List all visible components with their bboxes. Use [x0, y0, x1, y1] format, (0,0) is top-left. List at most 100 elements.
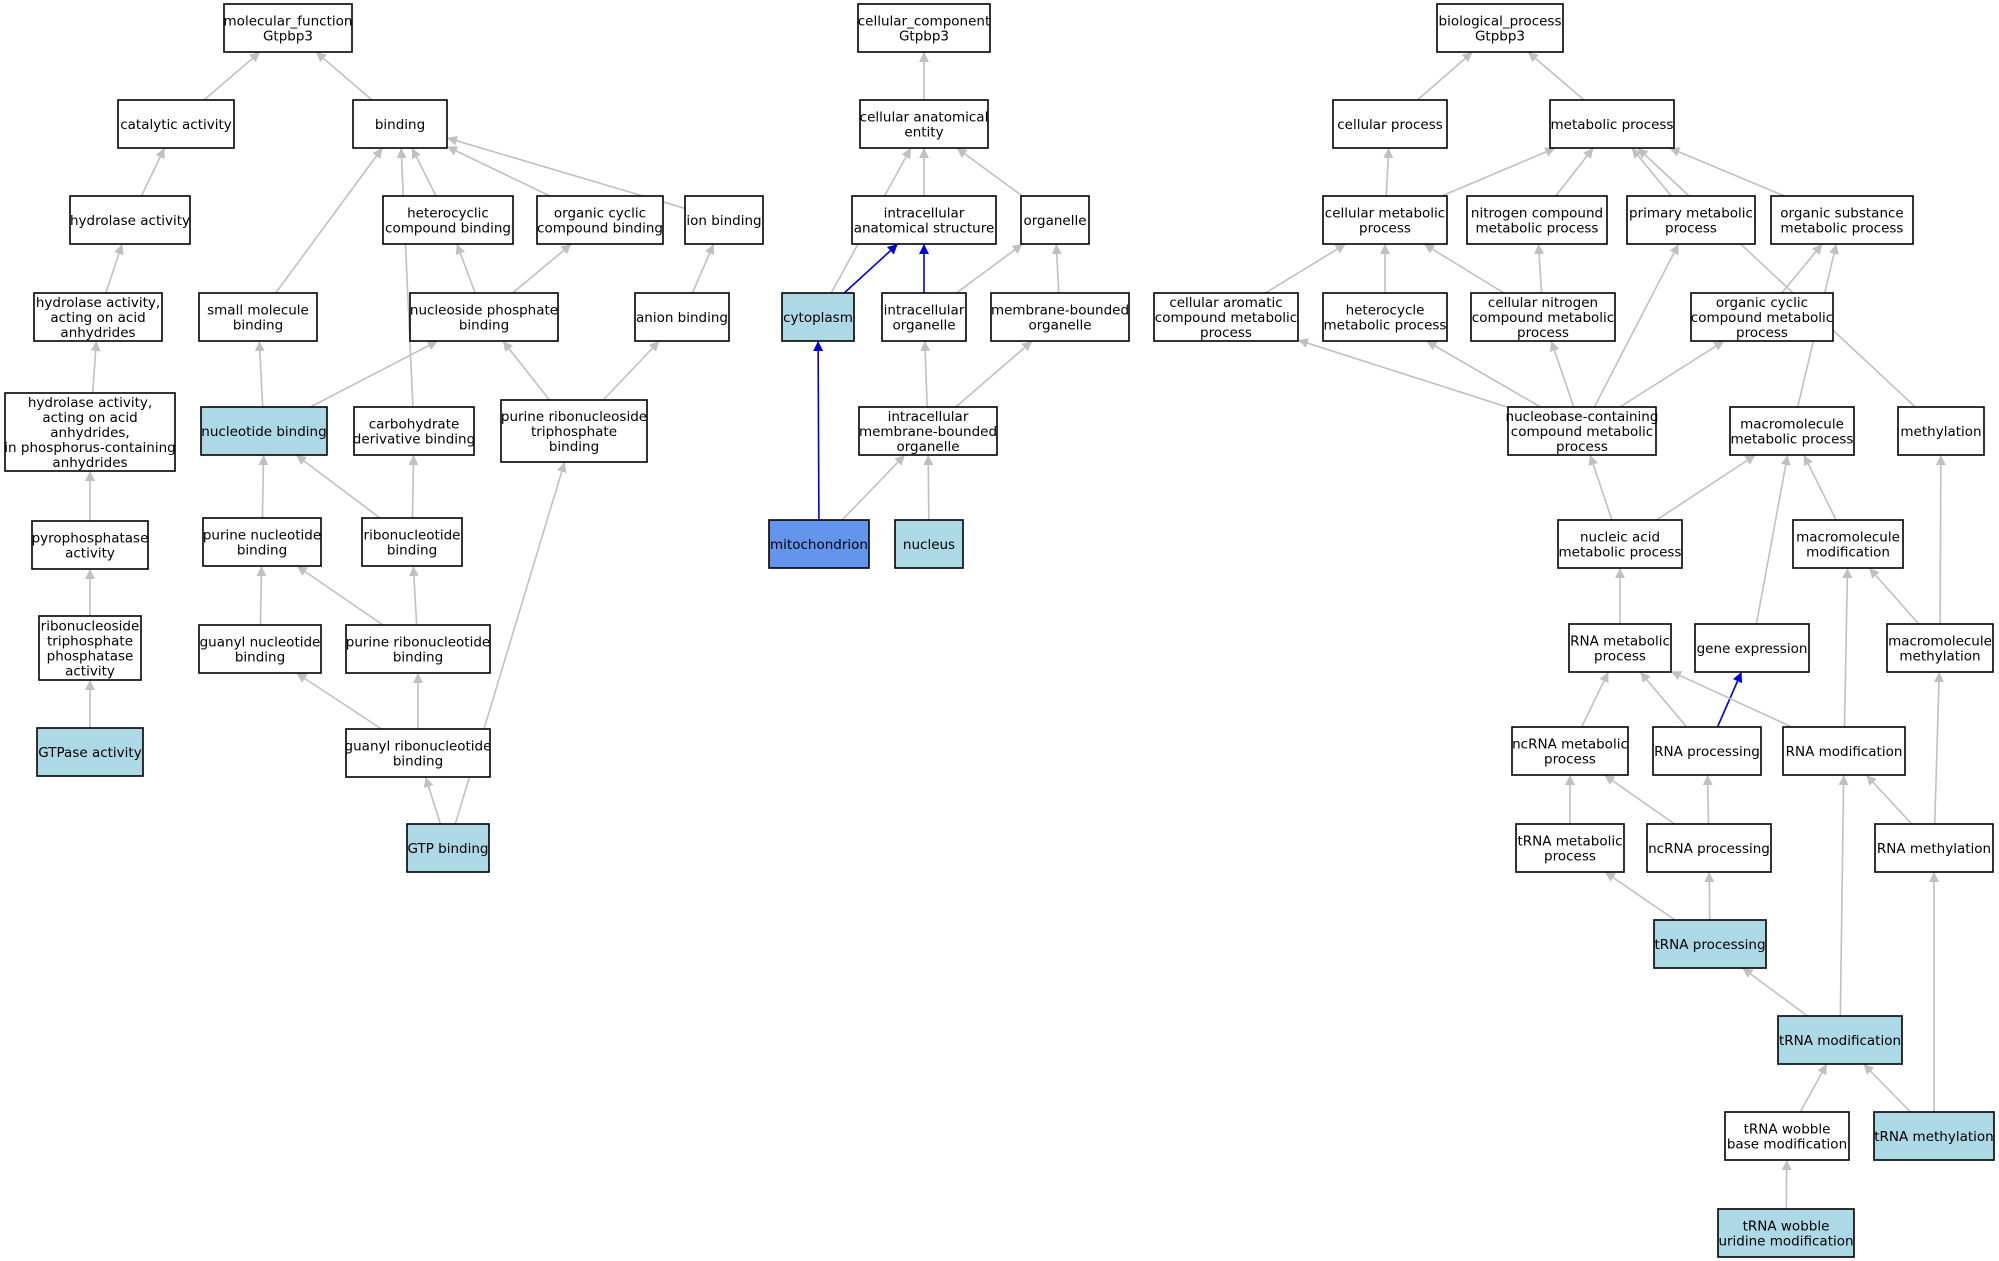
node-box[interactable]	[382, 195, 514, 245]
go-term-node-gtpase[interactable]: GTPase activity	[36, 727, 144, 777]
node-box[interactable]	[36, 727, 144, 777]
go-term-node-cellproc[interactable]: cellular process	[1332, 99, 1448, 149]
node-box[interactable]	[1153, 292, 1299, 342]
go-term-node-trnamethyl[interactable]: tRNA methylation	[1873, 1111, 1995, 1161]
node-box[interactable]	[361, 517, 463, 567]
node-box[interactable]	[881, 292, 967, 342]
node-box[interactable]	[31, 520, 149, 570]
node-box[interactable]	[69, 195, 191, 245]
go-term-node-metproc[interactable]: metabolic process	[1549, 99, 1675, 149]
node-box[interactable]	[406, 823, 490, 873]
node-box[interactable]	[500, 399, 648, 463]
node-box[interactable]	[1626, 195, 1756, 245]
go-term-node-hydro_phos[interactable]: hydrolase activity,acting on acidanhydri…	[4, 392, 176, 472]
node-box[interactable]	[353, 406, 475, 456]
node-box[interactable]	[33, 292, 163, 342]
node-box[interactable]	[1874, 823, 1994, 873]
node-box[interactable]	[117, 99, 235, 149]
go-term-node-ncrnaproc[interactable]: ncRNA processing	[1646, 823, 1772, 873]
node-box[interactable]	[1549, 99, 1675, 149]
go-term-node-hydrolase[interactable]: hydrolase activity	[69, 195, 191, 245]
node-box[interactable]	[1777, 1015, 1903, 1065]
node-box[interactable]	[857, 3, 991, 53]
go-term-node-cytoplasm[interactable]: cytoplasm	[781, 292, 855, 342]
node-box[interactable]	[1515, 823, 1625, 873]
go-term-node-methyl[interactable]: methylation	[1897, 406, 1985, 456]
go-term-node-anion_bind[interactable]: anion binding	[634, 292, 730, 342]
node-box[interactable]	[1020, 195, 1090, 245]
node-box[interactable]	[409, 292, 559, 342]
node-box[interactable]	[1717, 1208, 1855, 1258]
node-box[interactable]	[1322, 195, 1448, 245]
node-box[interactable]	[1557, 519, 1683, 569]
go-term-node-hydro_anh[interactable]: hydrolase activity,acting on acidanhydri…	[33, 292, 163, 342]
go-term-node-catalytic[interactable]: catalytic activity	[117, 99, 235, 149]
node-box[interactable]	[536, 195, 664, 245]
node-box[interactable]	[1466, 195, 1608, 245]
node-box[interactable]	[1886, 623, 1994, 673]
node-box[interactable]	[1511, 726, 1629, 776]
node-box[interactable]	[1694, 623, 1810, 673]
node-box[interactable]	[198, 292, 318, 342]
go-term-node-mito[interactable]: mitochondrion	[768, 519, 870, 569]
node-box[interactable]	[198, 624, 322, 674]
node-box[interactable]	[1322, 292, 1448, 342]
node-box[interactable]	[1873, 1111, 1995, 1161]
node-box[interactable]	[1507, 406, 1657, 456]
node-box[interactable]	[1332, 99, 1448, 149]
go-term-node-nt_bind[interactable]: nucleotide binding	[200, 406, 328, 456]
go-term-node-rnaproc[interactable]: RNA processing	[1652, 726, 1762, 776]
node-box[interactable]	[1770, 195, 1914, 245]
node-box[interactable]	[1470, 292, 1616, 342]
node-box[interactable]	[851, 195, 997, 245]
node-box[interactable]	[1792, 519, 1904, 569]
go-term-node-rnamethyl[interactable]: RNA methylation	[1874, 823, 1994, 873]
node-box[interactable]	[781, 292, 855, 342]
node-box[interactable]	[1690, 292, 1834, 342]
node-box[interactable]	[1652, 726, 1762, 776]
node-box[interactable]	[1897, 406, 1985, 456]
node-box[interactable]	[858, 406, 998, 456]
go-term-node-ion_bind[interactable]: ion binding	[684, 195, 764, 245]
go-term-node-ntpase[interactable]: ribonucleosidetriphosphatephosphataseact…	[38, 615, 142, 681]
node-box[interactable]	[1568, 623, 1672, 673]
node-box[interactable]	[768, 519, 870, 569]
node-box[interactable]	[200, 406, 328, 456]
node-box[interactable]	[352, 99, 448, 149]
go-term-node-trnamod[interactable]: tRNA modification	[1777, 1015, 1903, 1065]
go-term-node-rnamod[interactable]: RNA modification	[1782, 726, 1906, 776]
node-box[interactable]	[345, 624, 491, 674]
node-box[interactable]	[38, 615, 142, 681]
node-box[interactable]	[634, 292, 730, 342]
node-box[interactable]	[1646, 823, 1772, 873]
node-box[interactable]	[345, 728, 491, 778]
